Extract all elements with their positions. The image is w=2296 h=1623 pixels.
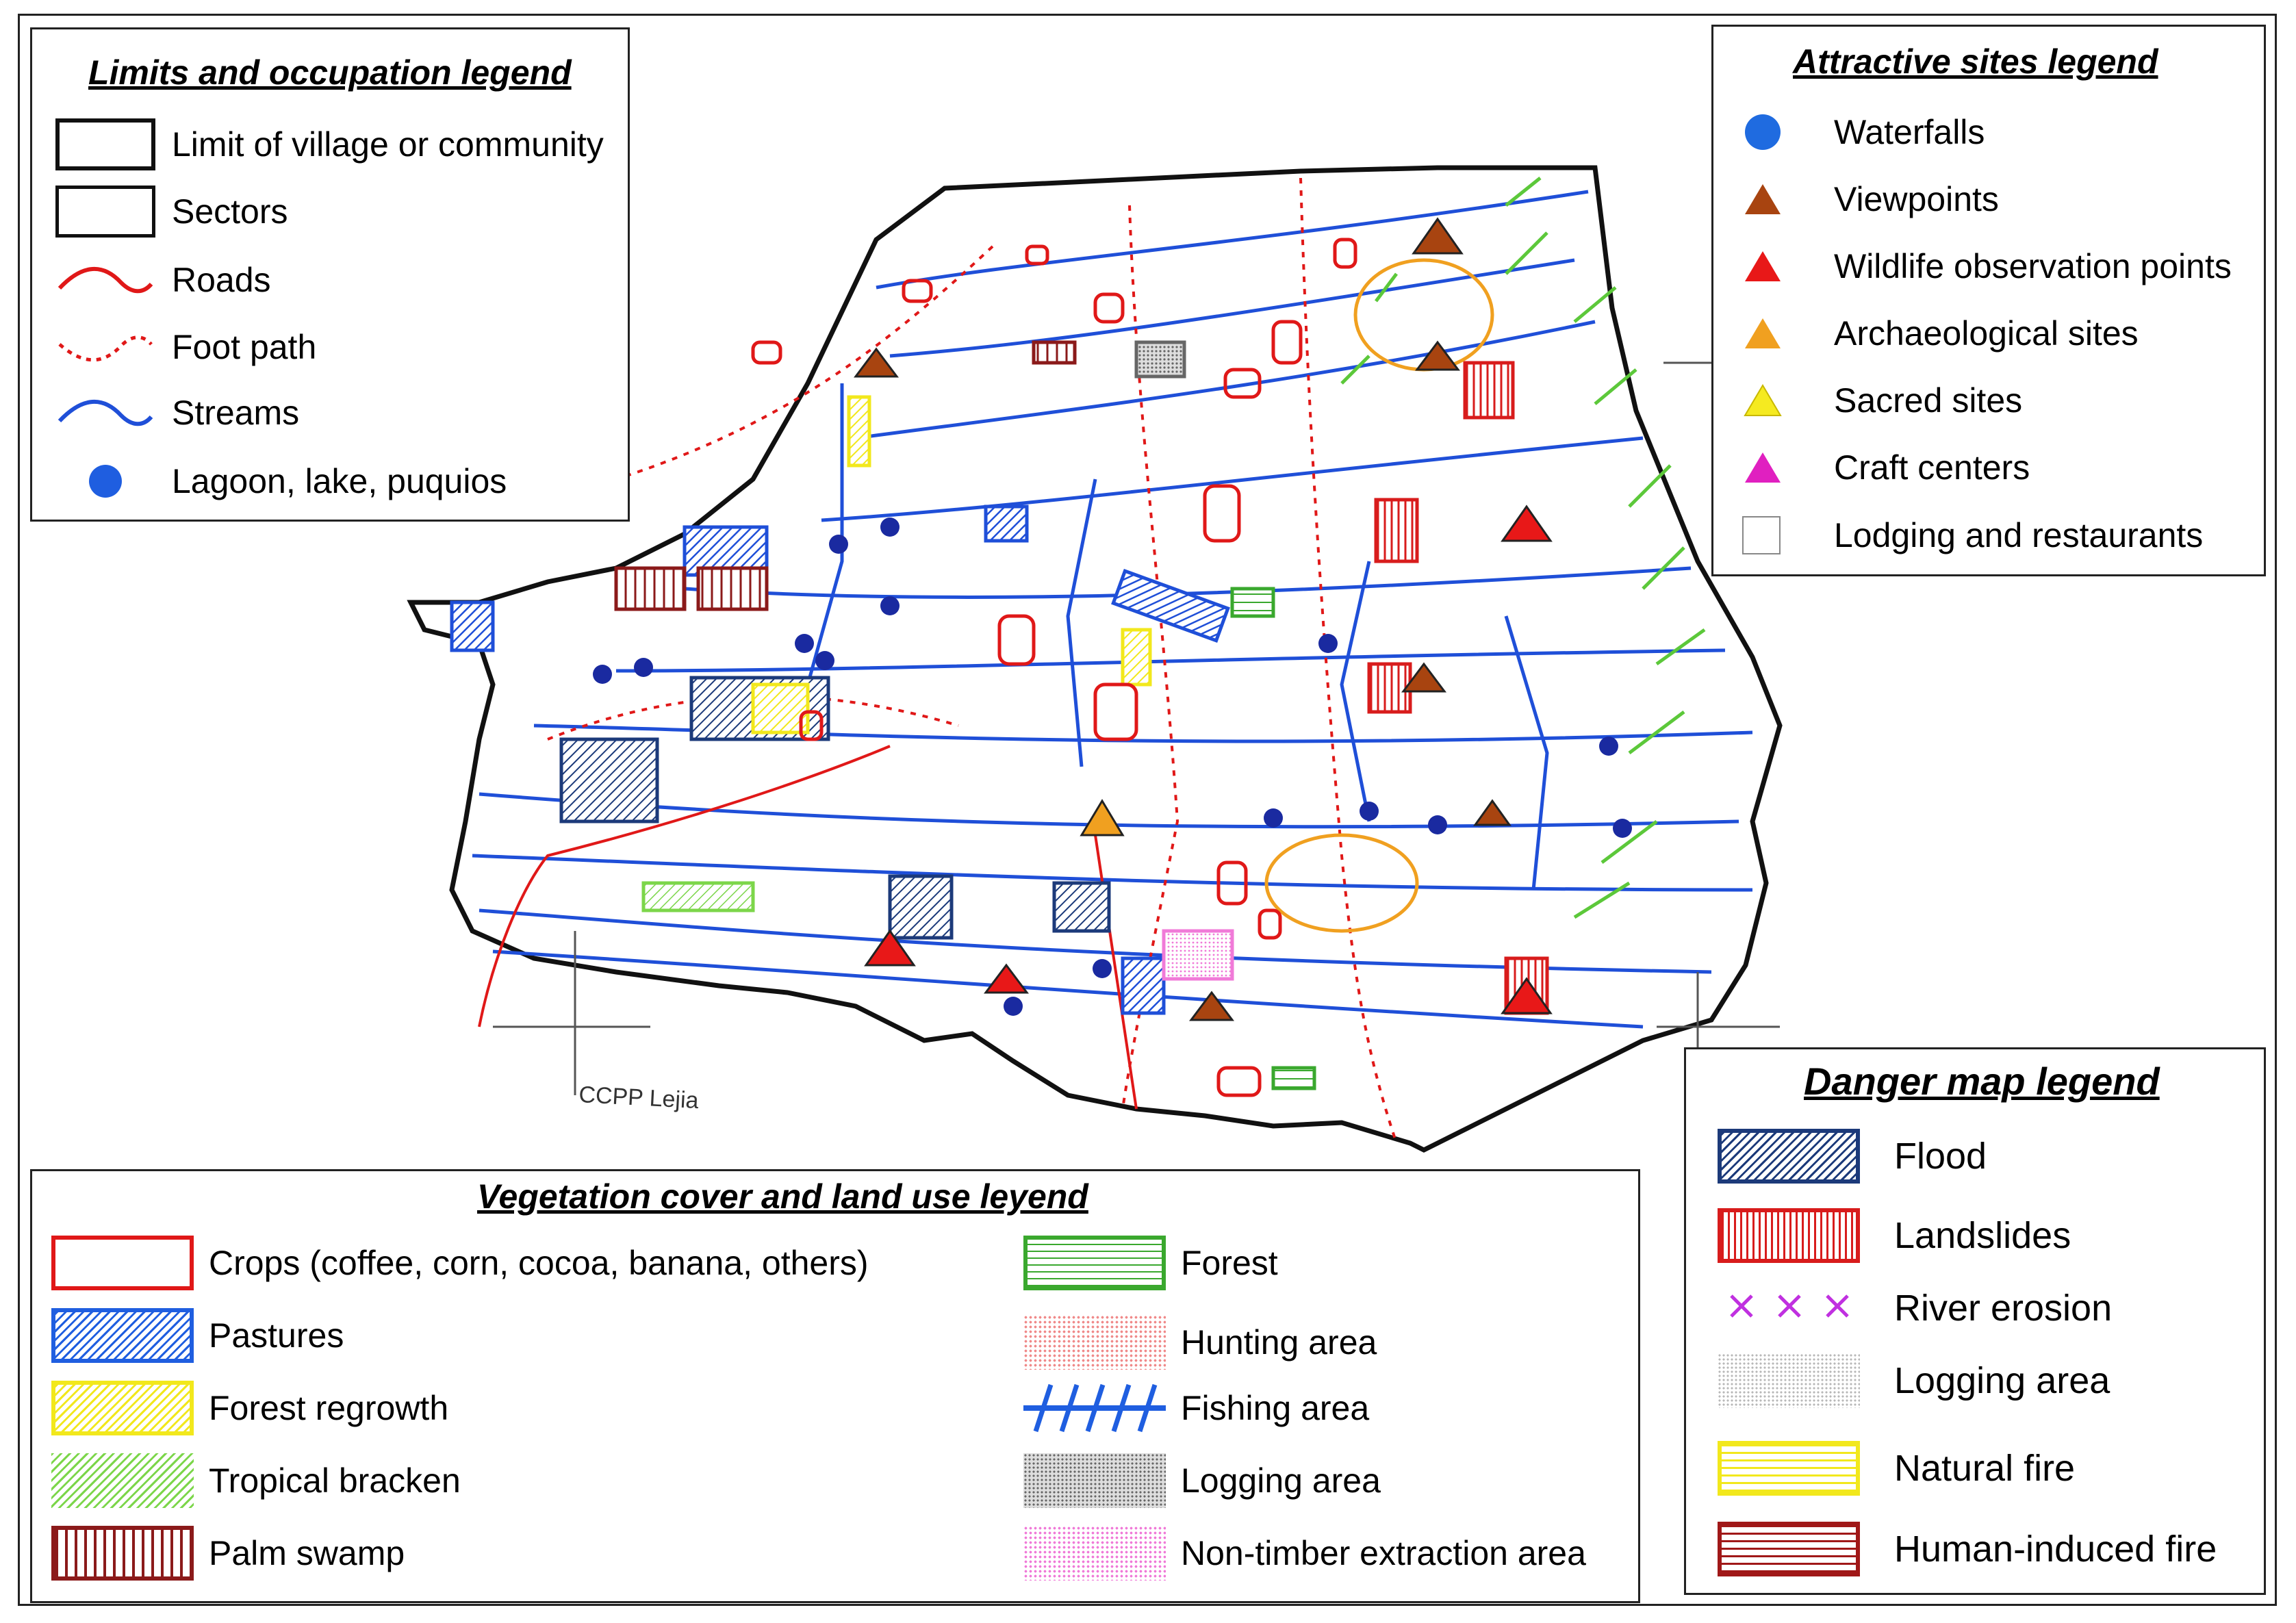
land-use-layer xyxy=(450,258,1549,1090)
sites-item-wildlife: Wildlife observation points xyxy=(1742,246,2232,287)
blue-dot-icon xyxy=(55,461,155,502)
logging-swatch-icon xyxy=(1023,1453,1166,1508)
sites-item-sacred: Sacred sites xyxy=(1742,380,2022,421)
figure-frame xyxy=(18,14,2277,1606)
danger-logging-swatch-icon xyxy=(1718,1353,1860,1408)
limits-item-roads: Roads xyxy=(55,259,271,301)
veg-item-bracken: Tropical bracken xyxy=(51,1453,461,1508)
danger-item-flood: Flood xyxy=(1718,1129,1987,1184)
veg-item-logging: Logging area xyxy=(1023,1453,1381,1508)
limits-item-lagoon: Lagoon, lake, puquios xyxy=(55,461,507,502)
sites-item-viewpoints: Viewpoints xyxy=(1742,179,1999,220)
crops-swatch-icon xyxy=(51,1236,194,1290)
site-markers-layer xyxy=(854,217,1553,1021)
limits-item-village: Limit of village or community xyxy=(55,118,604,170)
white-square-icon xyxy=(1742,516,1781,554)
veg-item-fishing: Fishing area xyxy=(1023,1381,1369,1435)
bracken-marks-layer xyxy=(1340,177,1706,919)
vegetation-legend-title: Vegetation cover and land use leyend xyxy=(477,1177,1088,1216)
blue-wave-icon xyxy=(58,399,153,426)
sites-legend: Attractive sites legend Waterfalls Viewp… xyxy=(1711,25,2266,576)
limits-legend-title: Limits and occupation legend xyxy=(88,53,572,92)
veg-item-nontimber: Non-timber extraction area xyxy=(1023,1526,1586,1581)
limits-item-footpath: Foot path xyxy=(55,327,316,368)
sites-legend-title: Attractive sites legend xyxy=(1793,42,2158,81)
veg-item-pastures: Pastures xyxy=(51,1308,344,1363)
limits-item-streams: Streams xyxy=(55,392,299,433)
thick-rectangle-icon xyxy=(55,118,155,170)
danger-legend: Danger map legend Flood Landslides River… xyxy=(1684,1047,2266,1595)
sites-item-waterfalls: Waterfalls xyxy=(1742,112,1985,153)
danger-item-landslides: Landslides xyxy=(1718,1208,2071,1263)
red-triangle-icon xyxy=(1745,251,1781,281)
magenta-triangle-icon xyxy=(1745,452,1781,483)
vegetation-legend: Vegetation cover and land use leyend Cro… xyxy=(30,1169,1640,1603)
danger-item-erosion: River erosion xyxy=(1718,1281,2112,1336)
lagoons-layer xyxy=(593,517,1632,1016)
river-erosion-icon xyxy=(1730,1294,1849,1318)
non-timber-swatch-icon xyxy=(1023,1526,1166,1581)
roads-layer xyxy=(478,745,1138,1110)
palm-swamp-swatch-icon xyxy=(51,1526,194,1581)
brown-triangle-icon xyxy=(1745,184,1781,214)
crops-layer xyxy=(751,238,1357,1097)
rectangle-icon xyxy=(55,186,155,238)
human-fire-swatch-icon xyxy=(1718,1522,1860,1576)
sites-item-archaeological: Archaeological sites xyxy=(1742,313,2139,354)
locality-label: CCPP Lejia xyxy=(578,1082,700,1114)
red-wave-icon xyxy=(58,266,153,294)
blue-circle-icon xyxy=(1742,112,1783,153)
veg-item-palm: Palm swamp xyxy=(51,1526,405,1581)
sites-item-craft: Craft centers xyxy=(1742,447,2030,488)
sites-item-lodging: Lodging and restaurants xyxy=(1742,515,2203,555)
fishing-swatch-icon xyxy=(1023,1383,1166,1433)
forest-swatch-icon xyxy=(1023,1236,1166,1290)
yellow-triangle-icon xyxy=(1744,384,1782,416)
pastures-swatch-icon xyxy=(51,1308,194,1363)
veg-item-forest: Forest xyxy=(1023,1236,1278,1290)
limits-item-sectors: Sectors xyxy=(55,186,288,238)
grid-ticks-layer xyxy=(493,361,1780,1095)
red-dotted-wave-icon xyxy=(58,335,153,362)
veg-item-hunting: Hunting area xyxy=(1023,1315,1377,1370)
danger-item-natural-fire: Natural fire xyxy=(1718,1441,2075,1496)
danger-item-logging: Logging area xyxy=(1718,1353,2110,1408)
veg-item-crops: Crops (coffee, corn, cocoa, banana, othe… xyxy=(51,1236,869,1290)
veg-item-regrowth: Forest regrowth xyxy=(51,1381,448,1435)
danger-item-human-fire: Human-induced fire xyxy=(1718,1522,2217,1576)
hunting-swatch-icon xyxy=(1023,1315,1166,1370)
orange-triangle-icon xyxy=(1745,318,1781,348)
streams-layer xyxy=(472,190,1753,1029)
limits-legend: Limits and occupation legend Limit of vi… xyxy=(30,27,630,522)
tropical-bracken-swatch-icon xyxy=(51,1453,194,1508)
flood-swatch-icon xyxy=(1718,1129,1860,1184)
natural-fire-swatch-icon xyxy=(1718,1441,1860,1496)
landslides-swatch-icon xyxy=(1718,1208,1860,1263)
danger-legend-title: Danger map legend xyxy=(1804,1060,2160,1103)
forest-regrowth-swatch-icon xyxy=(51,1381,194,1435)
